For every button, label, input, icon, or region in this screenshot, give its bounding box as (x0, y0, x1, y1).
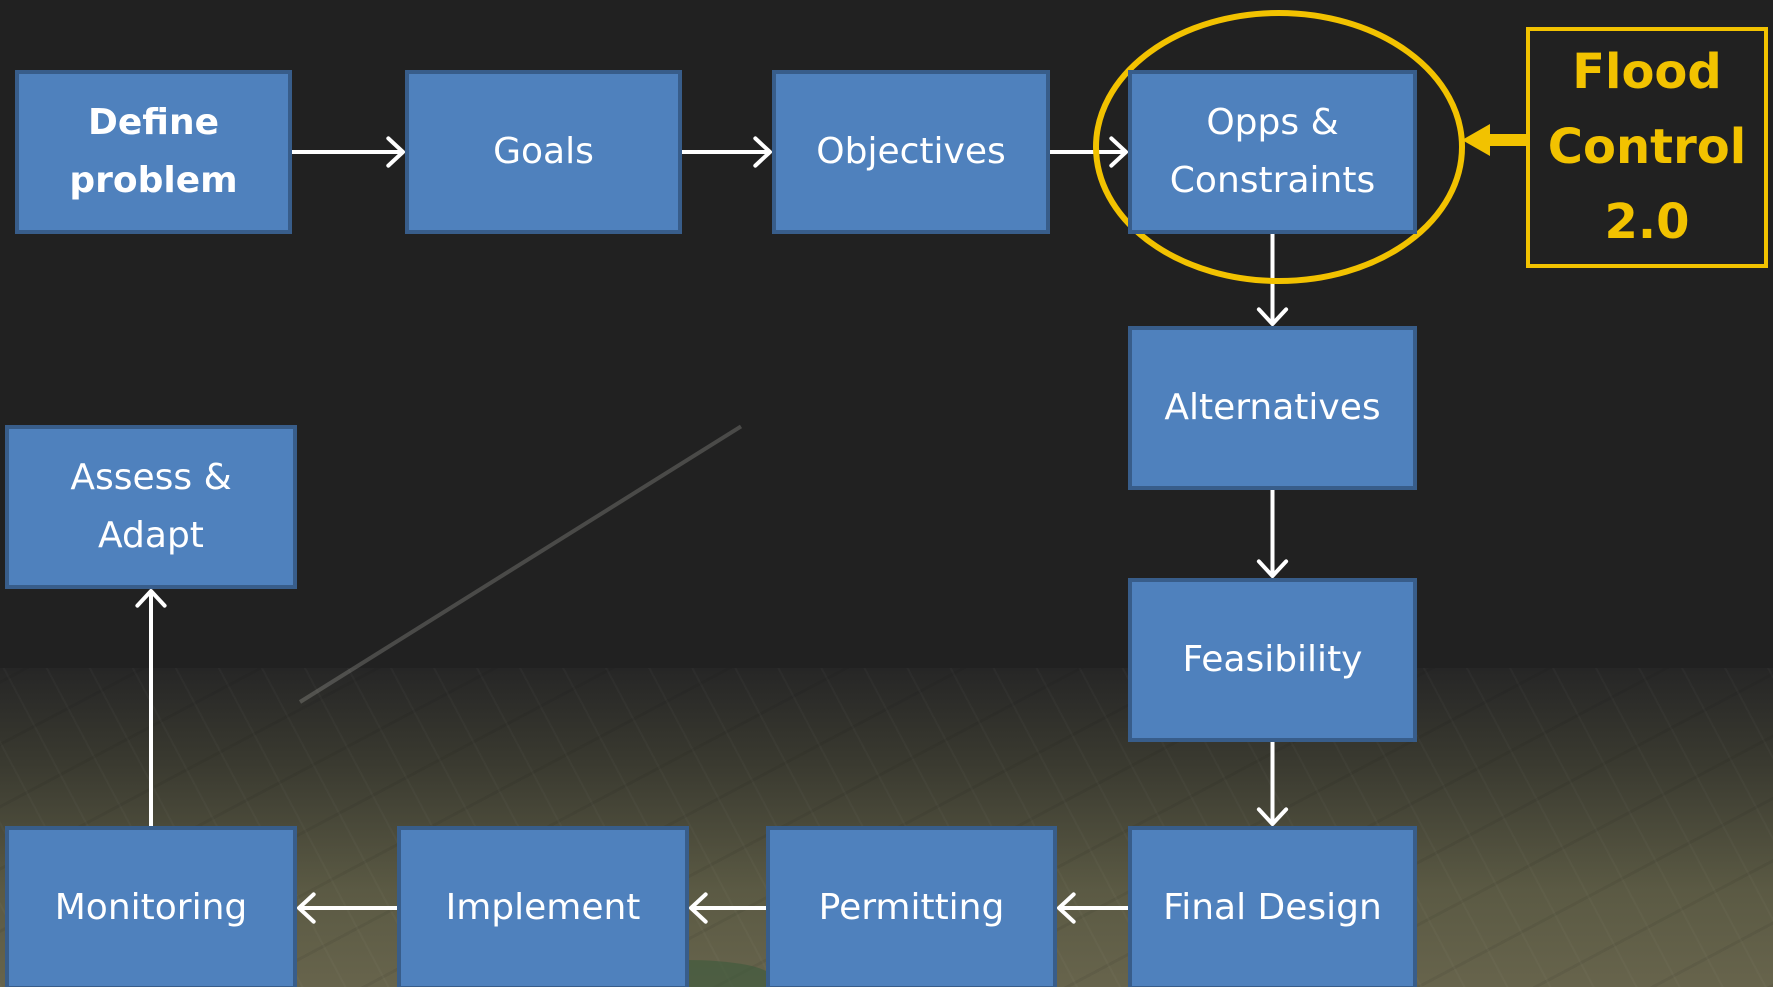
arrow-head (297, 892, 316, 924)
node-implement: Implement (397, 826, 689, 987)
arrow-head (1256, 807, 1289, 826)
highlight-layer (1093, 10, 1526, 284)
node-final-design: Final Design (1128, 826, 1417, 987)
arrow-head (1256, 559, 1289, 578)
arrow-head (753, 136, 772, 168)
arrow-monitoring-to-assess_adapt (135, 589, 167, 826)
arrow-head (1057, 892, 1076, 924)
arrow-goals-to-objectives (682, 136, 772, 168)
arrow-head (1256, 307, 1289, 326)
arrow-permitting-to-implement (689, 892, 766, 924)
node-goals: Goals (405, 70, 682, 234)
arrow-final_design-to-permitting (1057, 892, 1128, 924)
callout-arrow-head (1462, 124, 1490, 156)
arrow-head (135, 589, 167, 608)
node-feasibility: Feasibility (1128, 578, 1417, 742)
flood-control-callout: Flood Control 2.0 (1526, 27, 1768, 268)
node-define-problem: Define problem (15, 70, 292, 234)
arrow-head (386, 136, 405, 168)
arrow-feasibility-to-final_design (1256, 742, 1289, 826)
arrow-head (1109, 136, 1128, 168)
highlight-ellipse (1093, 10, 1465, 284)
node-alternatives: Alternatives (1128, 326, 1417, 490)
arrow-define_problem-to-goals (292, 136, 405, 168)
node-permitting: Permitting (766, 826, 1057, 987)
node-opps-constraints: Opps & Constraints (1128, 70, 1417, 234)
arrow-objectives-to-opps_constraints (1050, 136, 1128, 168)
arrow-alternatives-to-feasibility (1256, 490, 1289, 578)
edge-layer (135, 136, 1289, 924)
arrow-head (689, 892, 708, 924)
node-assess-adapt: Assess & Adapt (5, 425, 297, 589)
arrow-implement-to-monitoring (297, 892, 397, 924)
node-monitoring: Monitoring (5, 826, 297, 987)
node-objectives: Objectives (772, 70, 1050, 234)
